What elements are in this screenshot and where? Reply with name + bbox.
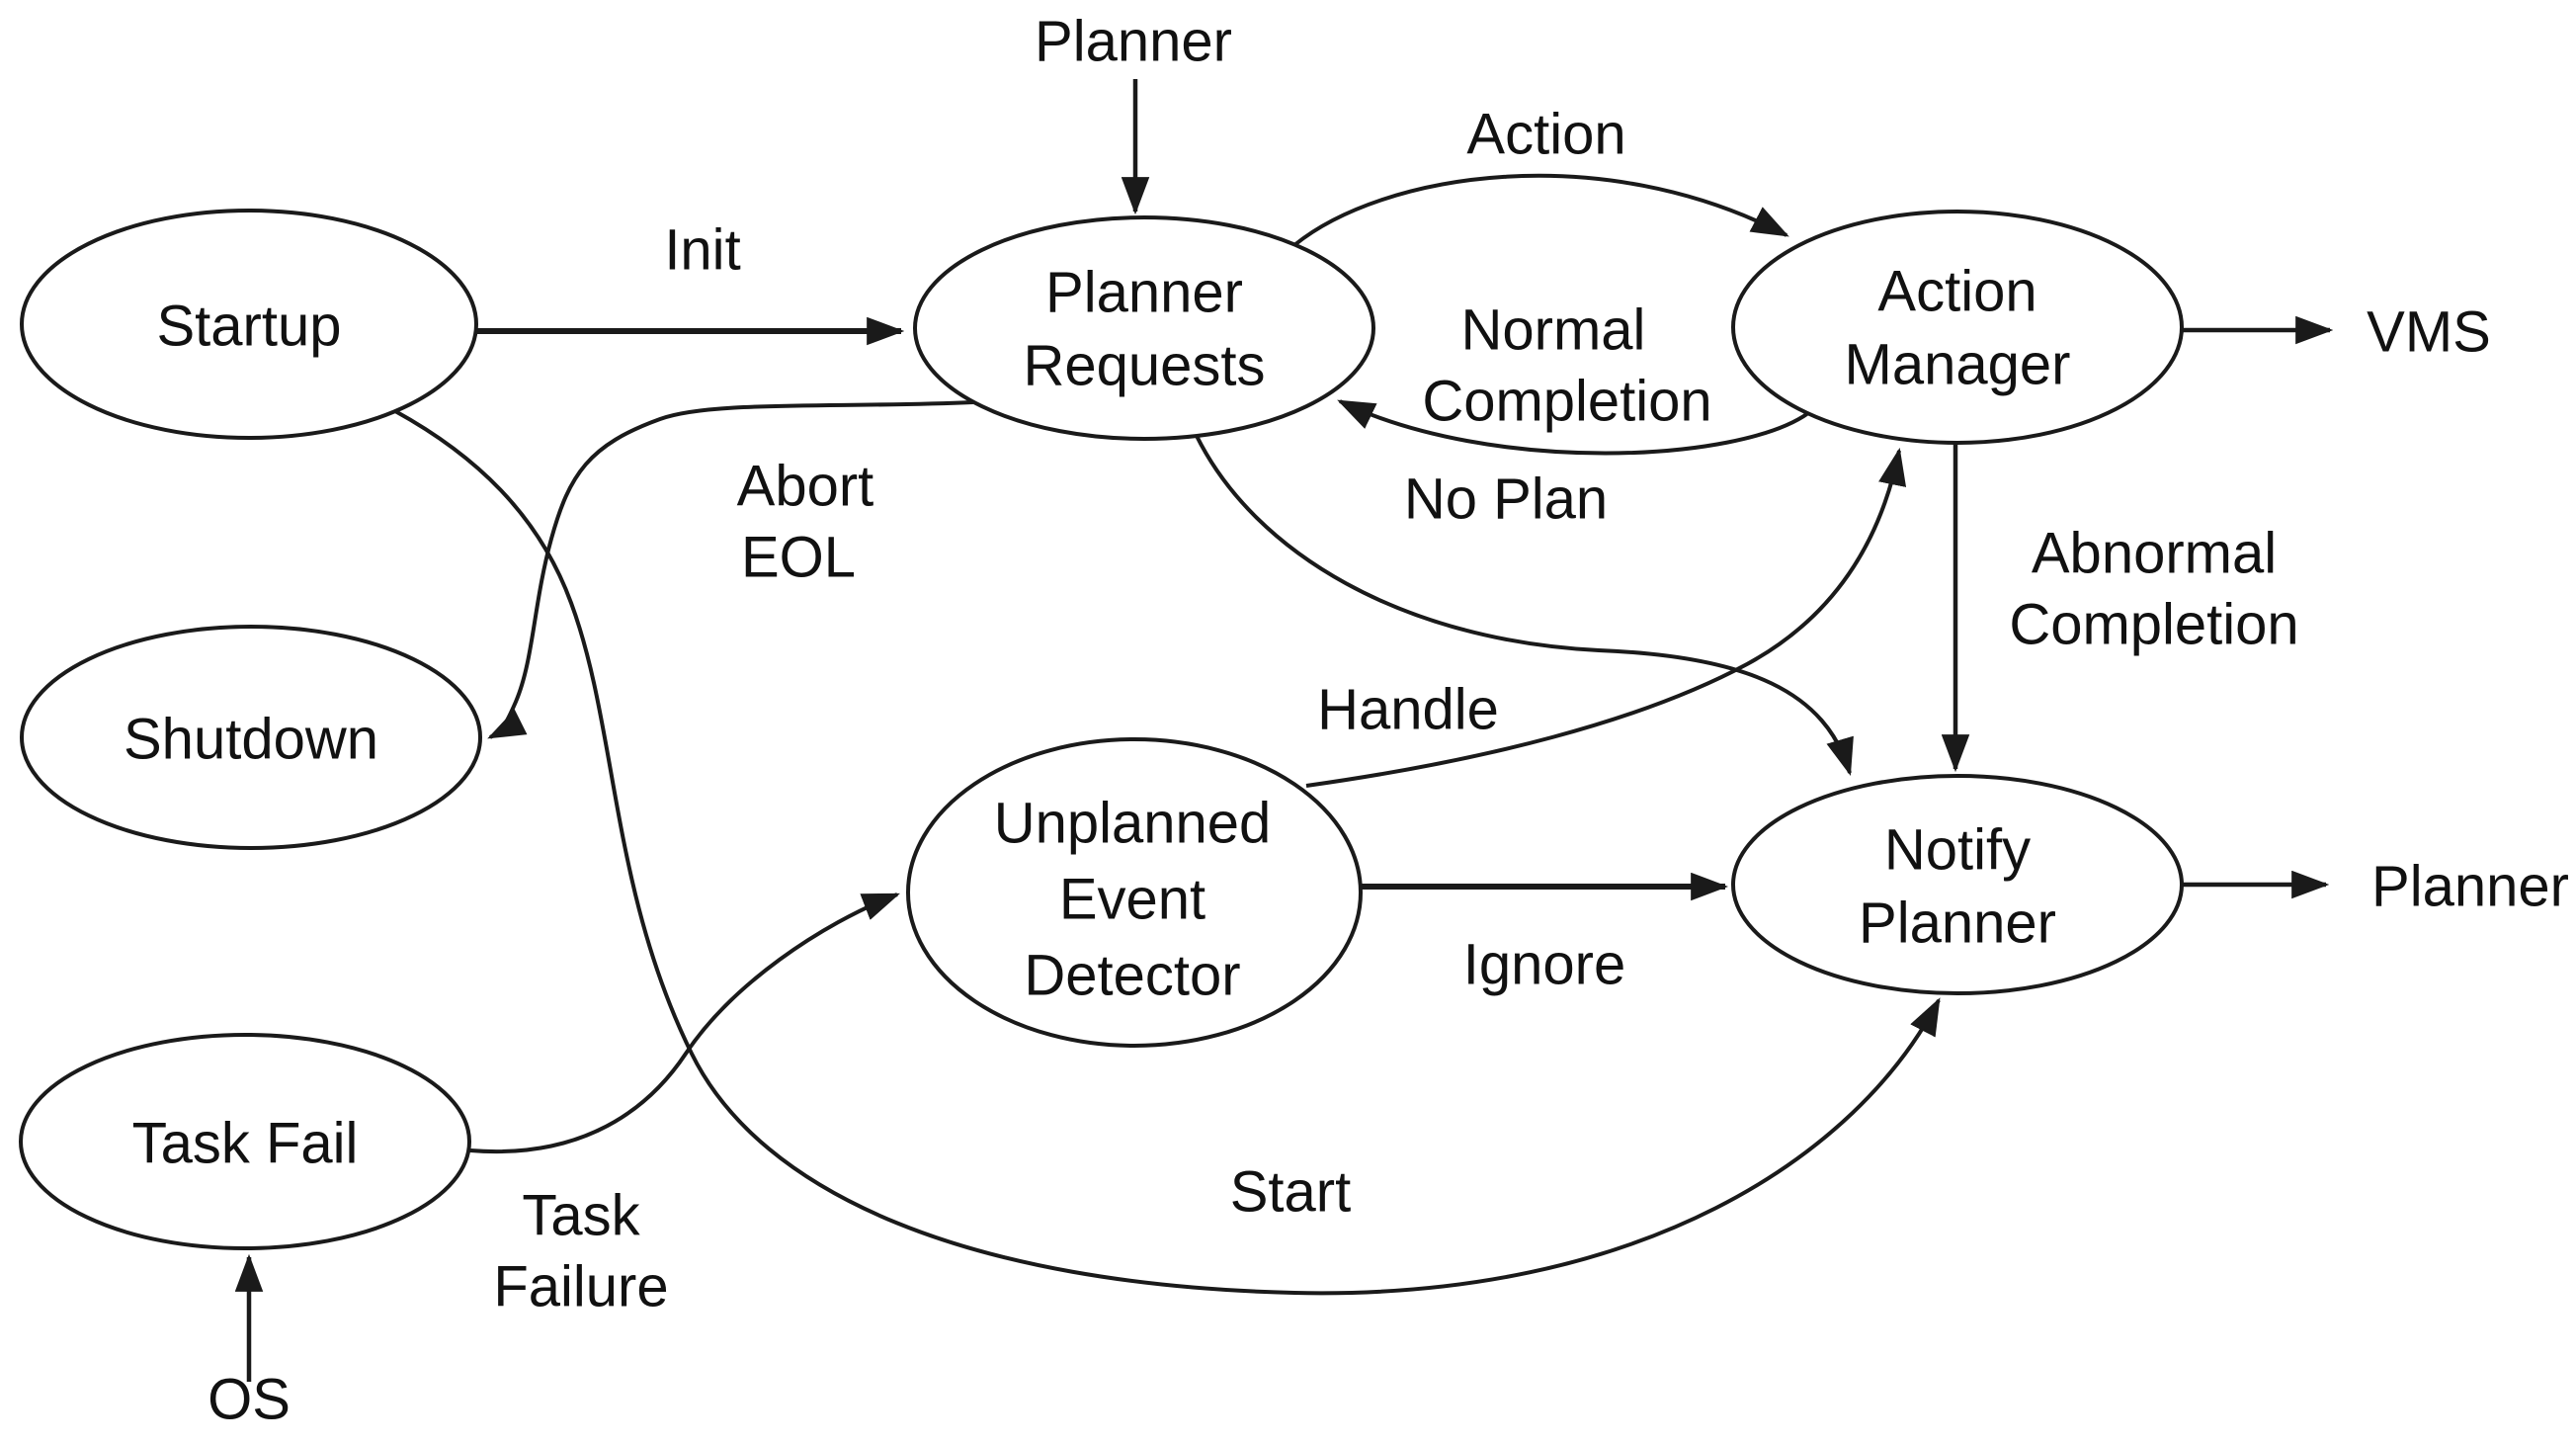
edge-ignore-label: Ignore	[1463, 933, 1625, 997]
edge-start-arrow	[394, 409, 1941, 1296]
node-shutdown-label: Shutdown	[124, 708, 378, 772]
edge-abort-eol-label-line1: Abort	[737, 455, 874, 519]
node-planner-requests: Planner Requests	[913, 215, 1375, 441]
edge-normal-completion-label-line2: Completion	[1422, 370, 1711, 434]
node-shutdown: Shutdown	[20, 625, 482, 850]
edge-normal-completion-label-line1: Normal	[1461, 298, 1646, 363]
node-unplanned-event-detector-label-line3: Detector	[1024, 944, 1240, 1008]
external-label-planner-right: Planner	[2371, 855, 2569, 919]
edge-init-label: Init	[664, 218, 740, 283]
edge-normal-completion-arrow	[1337, 399, 1810, 456]
edge-abort-eol-arrow	[487, 400, 974, 739]
node-notify-planner-label-line1: Notify	[1884, 818, 2031, 883]
node-unplanned-event-detector: Unplanned Event Detector	[906, 737, 1363, 1048]
edge-task-failure-label-line2: Failure	[493, 1255, 668, 1319]
node-unplanned-event-detector-label-line1: Unplanned	[994, 792, 1272, 856]
edge-handle-label: Handle	[1317, 678, 1499, 742]
edge-abnormal-completion-label-line2: Completion	[2009, 593, 2298, 657]
node-task-fail: Task Fail	[19, 1033, 471, 1250]
edge-start-label: Start	[1230, 1160, 1352, 1225]
node-action-manager-label-line2: Manager	[1845, 333, 2071, 397]
node-action-manager-label-line1: Action	[1877, 260, 2036, 324]
edge-abnormal-completion-label-line1: Abnormal	[2032, 522, 2277, 586]
node-planner-requests-label-line2: Requests	[1023, 334, 1265, 398]
node-notify-planner: Notify Planner	[1731, 774, 2184, 995]
node-startup-label: Startup	[157, 295, 342, 359]
edge-action-arrow	[1292, 173, 1789, 247]
node-task-fail-label: Task Fail	[132, 1112, 359, 1176]
node-planner-requests-label-line1: Planner	[1045, 261, 1243, 325]
external-label-planner-top: Planner	[1035, 10, 1232, 74]
edge-task-failure-label-line1: Task	[522, 1184, 640, 1248]
external-label-vms: VMS	[2367, 300, 2491, 365]
node-shutdown-ellipse	[20, 625, 482, 850]
external-label-os: OS	[208, 1368, 291, 1432]
edge-handle-arrow	[1305, 447, 1907, 788]
node-action-manager: Action Manager	[1731, 210, 2184, 445]
node-startup: Startup	[20, 209, 478, 440]
edge-no-plan-arrow	[1195, 435, 1854, 777]
edge-no-plan-label: No Plan	[1404, 468, 1608, 532]
node-notify-planner-ellipse	[1731, 774, 2184, 995]
edge-task-failure-arrow	[469, 892, 900, 1153]
node-planner-requests-ellipse	[913, 215, 1375, 441]
node-action-manager-ellipse	[1731, 210, 2184, 445]
edge-action-label: Action	[1466, 103, 1625, 167]
node-unplanned-event-detector-ellipse	[906, 737, 1363, 1048]
node-notify-planner-label-line2: Planner	[1859, 892, 2056, 956]
node-task-fail-ellipse	[19, 1033, 471, 1250]
node-unplanned-event-detector-label-line2: Event	[1059, 868, 1205, 932]
node-startup-ellipse	[20, 209, 478, 440]
edge-abort-eol-label-line2: EOL	[741, 526, 856, 590]
